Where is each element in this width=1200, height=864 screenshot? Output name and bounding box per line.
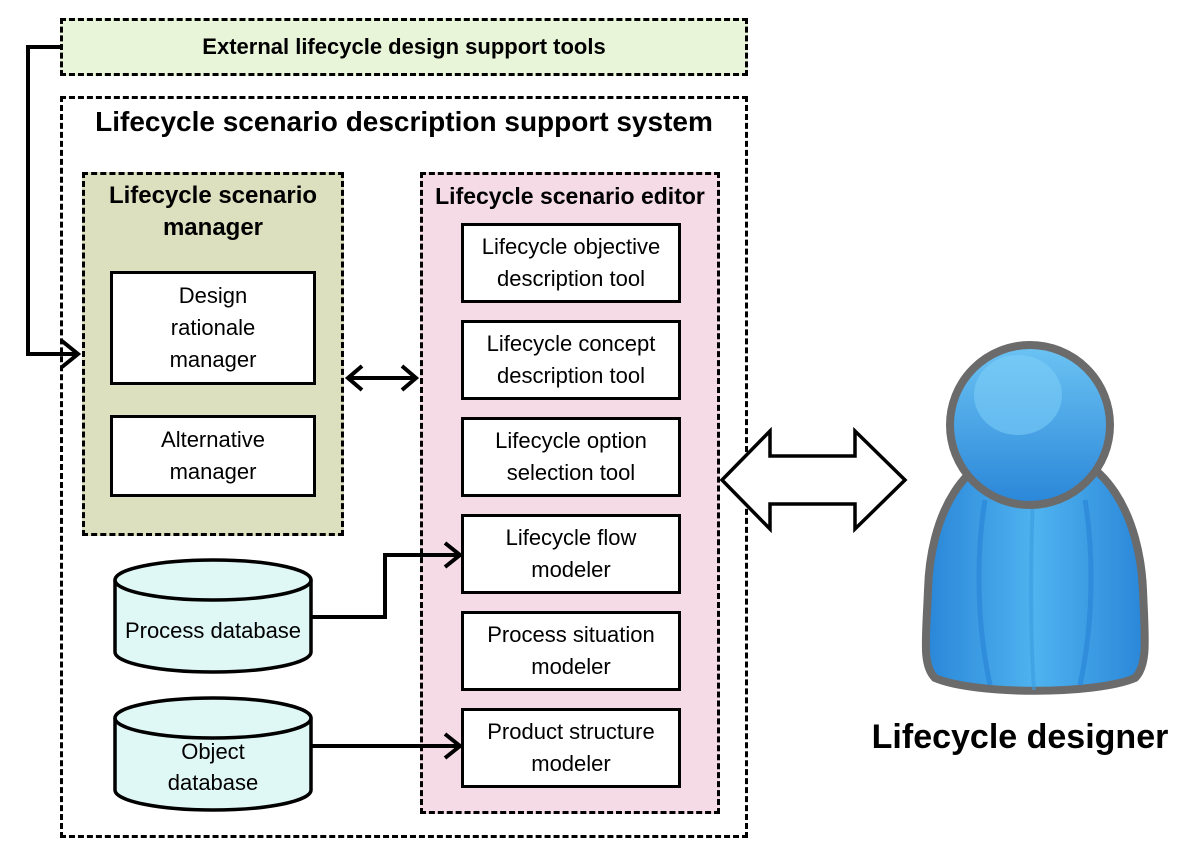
alternative-manager: Alternative manager [110, 415, 316, 497]
object-db-arrow [312, 732, 464, 760]
object-database [113, 696, 313, 812]
process-database-label: Process database [124, 617, 302, 643]
design-rationale-manager: Design rationale manager [110, 271, 316, 385]
option-selection-tool: Lifecycle option selection tool [461, 417, 681, 497]
objective-description-tool: Lifecycle objective description tool [461, 223, 681, 303]
external-tools-arrow [26, 45, 82, 369]
manager-editor-arrow [344, 364, 420, 392]
concept-description-tool: Lifecycle concept description tool [461, 320, 681, 400]
designer-interaction-arrow [719, 426, 908, 534]
process-db-arrow [312, 541, 464, 619]
flow-modeler: Lifecycle flow modeler [461, 514, 681, 594]
external-tools-box: External lifecycle design support tools [60, 18, 748, 76]
product-structure-modeler: Product structure modeler [461, 708, 681, 788]
object-database-label: Object database [167, 739, 259, 795]
process-database [113, 558, 313, 674]
designer-label: Lifecycle designer [871, 718, 1169, 756]
process-situation-modeler: Process situation modeler [461, 611, 681, 691]
support-system-title: Lifecycle scenario description support s… [95, 106, 713, 137]
scenario-manager-title: Lifecycle scenario manager [108, 182, 318, 241]
scenario-editor-title: Lifecycle scenario editor [435, 183, 705, 209]
user-icon [921, 341, 1149, 695]
